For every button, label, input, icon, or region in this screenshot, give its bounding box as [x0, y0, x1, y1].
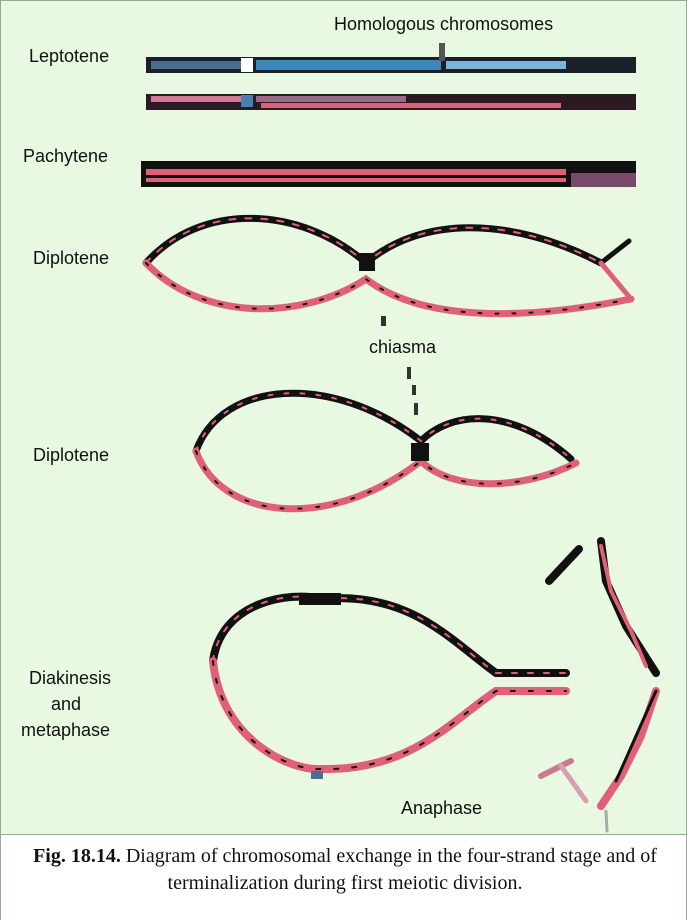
- anaphase-strands: [541, 541, 656, 831]
- leptotene-chromosomes: [146, 43, 636, 110]
- label-diakinesis: Diakinesis: [29, 667, 111, 689]
- meiosis-diagram: [1, 1, 686, 834]
- diplotene-2-strands: [196, 393, 576, 509]
- caption-box: Fig. 18.14. Diagram of chromosomal excha…: [1, 834, 686, 920]
- label-leptotene: Leptotene: [29, 45, 109, 67]
- label-anaphase: Anaphase: [401, 797, 482, 819]
- pachytene-chromosomes: [141, 161, 636, 187]
- diplotene-1-strands: [146, 218, 631, 326]
- caption-text: Diagram of chromosomal exchange in the f…: [126, 845, 657, 894]
- label-metaphase: metaphase: [21, 719, 110, 741]
- figure-number: Fig. 18.14.: [33, 845, 121, 867]
- label-pachytene: Pachytene: [23, 145, 108, 167]
- label-homologous-chromosomes: Homologous chromosomes: [334, 13, 553, 35]
- chiasma-pointer: [407, 367, 418, 415]
- label-diplotene-2: Diplotene: [33, 444, 109, 466]
- figure-caption: Fig. 18.14. Diagram of chromosomal excha…: [9, 843, 681, 897]
- label-diplotene-1: Diplotene: [33, 247, 109, 269]
- diakinesis-strands: [213, 593, 566, 779]
- label-chiasma: chiasma: [369, 336, 436, 358]
- label-and: and: [51, 693, 81, 715]
